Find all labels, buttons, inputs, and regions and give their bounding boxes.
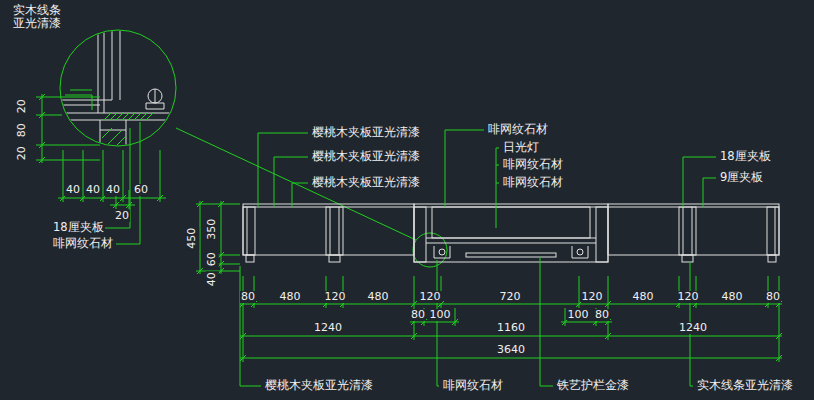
dimension-text: 60 <box>206 251 219 267</box>
dimension-text: 120 <box>419 291 442 304</box>
dimension-text: 1240 <box>678 322 708 335</box>
cabinet-elevation <box>679 207 696 255</box>
dimension-lines <box>196 201 240 274</box>
dimension-text: 40 <box>105 184 121 197</box>
dimension-lines <box>196 201 782 362</box>
detail-dimensions <box>36 94 447 267</box>
dimension-text: 1160 <box>496 322 526 335</box>
dimension-text: 80 <box>16 122 29 138</box>
cabinet-elevation <box>243 204 414 255</box>
material-callout: 日光灯 <box>502 141 540 154</box>
detail-bubble <box>60 25 178 150</box>
cabinet-elevation <box>466 253 556 257</box>
cabinet-elevation <box>434 246 588 258</box>
cabinet-elevation <box>432 207 590 238</box>
dimension-text: 120 <box>581 291 604 304</box>
leader-lines <box>240 130 716 386</box>
dimension-text: 480 <box>367 291 390 304</box>
detail-dimensions <box>36 94 100 163</box>
lamp-base <box>146 89 164 109</box>
detail-panel <box>60 25 178 150</box>
dimension-text: 1240 <box>313 322 343 335</box>
cabinet-elevation <box>326 207 343 255</box>
material-callout: 啡网纹石材 <box>52 237 114 250</box>
cabinet-elevation <box>596 207 608 262</box>
cabinet-elevation <box>247 207 775 255</box>
detail-hatch <box>65 90 154 146</box>
material-callout: 18厘夹板 <box>52 221 105 234</box>
cabinet-elevation <box>577 249 583 255</box>
cabinet-elevation <box>767 207 779 255</box>
material-callout: 9厘夹板 <box>719 171 764 184</box>
leader-lines <box>683 157 716 207</box>
cabinet-elevation <box>329 255 340 262</box>
cabinet-elevation <box>768 255 776 262</box>
leader-lines <box>258 133 308 207</box>
dimension-text: 20 <box>16 98 29 114</box>
dimension-text: 80 <box>594 309 610 322</box>
dimension-text: 120 <box>324 291 347 304</box>
material-callout: 实木线条 亚光清漆 <box>12 4 68 30</box>
material-callout: 樱桃木夹板亚光清漆 <box>311 176 421 189</box>
material-callout: 铁艺护栏金漆 <box>556 379 630 392</box>
detail-dimensions <box>58 150 166 202</box>
material-callout: 18厘夹板 <box>719 150 772 163</box>
dimension-text: 350 <box>206 217 219 240</box>
dimension-text: 3640 <box>496 344 526 357</box>
leader-lines <box>445 130 499 228</box>
dimension-text: 20 <box>16 145 29 161</box>
dimension-lines <box>217 201 240 274</box>
detail-dimensions <box>39 94 45 163</box>
dimension-text: 80 <box>410 309 426 322</box>
detail-circle <box>60 30 176 146</box>
dimension-text: 40 <box>65 184 81 197</box>
dimension-text: 80 <box>240 291 256 304</box>
dimension-text: 450 <box>186 226 199 249</box>
material-callout: 啡网纹石材 <box>502 158 564 171</box>
material-callout: 啡网纹石材 <box>487 123 549 136</box>
material-callout: 樱桃木夹板亚光清漆 <box>311 126 421 139</box>
dimension-text: 720 <box>499 291 522 304</box>
dimension-text: 120 <box>677 291 700 304</box>
cabinet-elevation <box>439 249 445 255</box>
cabinet-elevation <box>426 238 596 243</box>
dimension-lines <box>240 276 782 362</box>
material-callout: 樱桃木夹板亚光清漆 <box>264 379 374 392</box>
dimension-text: 480 <box>721 291 744 304</box>
dimension-text: 60 <box>133 184 149 197</box>
dimension-text: 40 <box>206 271 219 287</box>
cabinet-elevation <box>414 207 426 262</box>
dimension-text: 480 <box>279 291 302 304</box>
cabinet-elevation <box>682 255 693 262</box>
cabinet-elevation <box>246 255 254 262</box>
cabinet-elevation <box>243 204 779 262</box>
dimension-text: 480 <box>632 291 655 304</box>
material-callout: 实木线条亚光清漆 <box>696 379 794 392</box>
material-callout: 啡网纹石材 <box>442 379 504 392</box>
cabinet-elevation <box>608 204 779 255</box>
dimension-text: 40 <box>85 184 101 197</box>
material-callout: 樱桃木夹板亚光清漆 <box>311 150 421 163</box>
dimension-text: 20 <box>114 210 130 223</box>
leader-lines <box>240 257 693 386</box>
detail-bubble <box>60 25 178 150</box>
dimension-text: 80 <box>765 291 781 304</box>
dimension-text: 100 <box>429 309 452 322</box>
dimension-text: 100 <box>567 309 590 322</box>
material-callout: 啡网纹石材 <box>502 176 564 189</box>
cabinet-elevation <box>243 207 255 255</box>
cabinet-elevation <box>414 204 608 262</box>
